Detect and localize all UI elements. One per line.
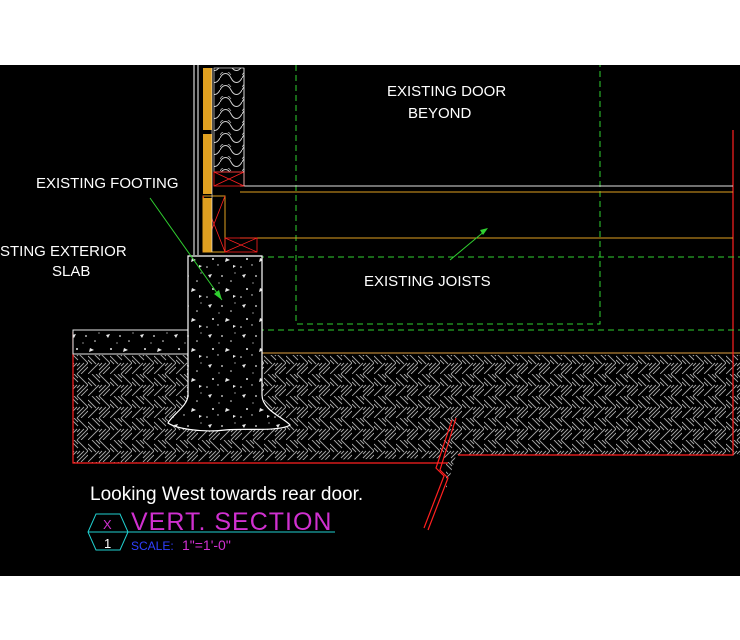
- label-note: Looking West towards rear door.: [90, 484, 363, 505]
- existing-footing-shape: [167, 255, 291, 432]
- door-beyond-outline: [188, 65, 740, 331]
- drawing-field: [0, 65, 740, 576]
- title-block: X 1 VERT. SECTION SCALE: 1"=1'-0": [87, 508, 335, 553]
- leader-lines: [149, 197, 487, 301]
- scale-value: 1"=1'-0": [182, 537, 231, 553]
- label-existing-joists: EXISTING JOISTS: [364, 273, 491, 290]
- floor-joists: [202, 185, 733, 253]
- leader-arrow-footing: [214, 290, 222, 300]
- section-tag-bottom: 1: [104, 536, 111, 551]
- scale-prefix: SCALE:: [131, 539, 174, 553]
- exterior-slab: [72, 329, 189, 355]
- leader-arrow-joists: [480, 228, 488, 235]
- section-tag-top: X: [103, 517, 112, 532]
- label-existing-door-line1: EXISTING DOOR: [387, 83, 506, 100]
- label-exterior-slab-line1: STING EXTERIOR: [0, 243, 127, 260]
- label-existing-footing: EXISTING FOOTING: [36, 175, 179, 192]
- wall-section: [193, 65, 245, 255]
- label-exterior-slab-line2: SLAB: [52, 263, 90, 280]
- section-title: VERT. SECTION: [131, 508, 332, 536]
- label-existing-door-line2: BEYOND: [408, 105, 472, 122]
